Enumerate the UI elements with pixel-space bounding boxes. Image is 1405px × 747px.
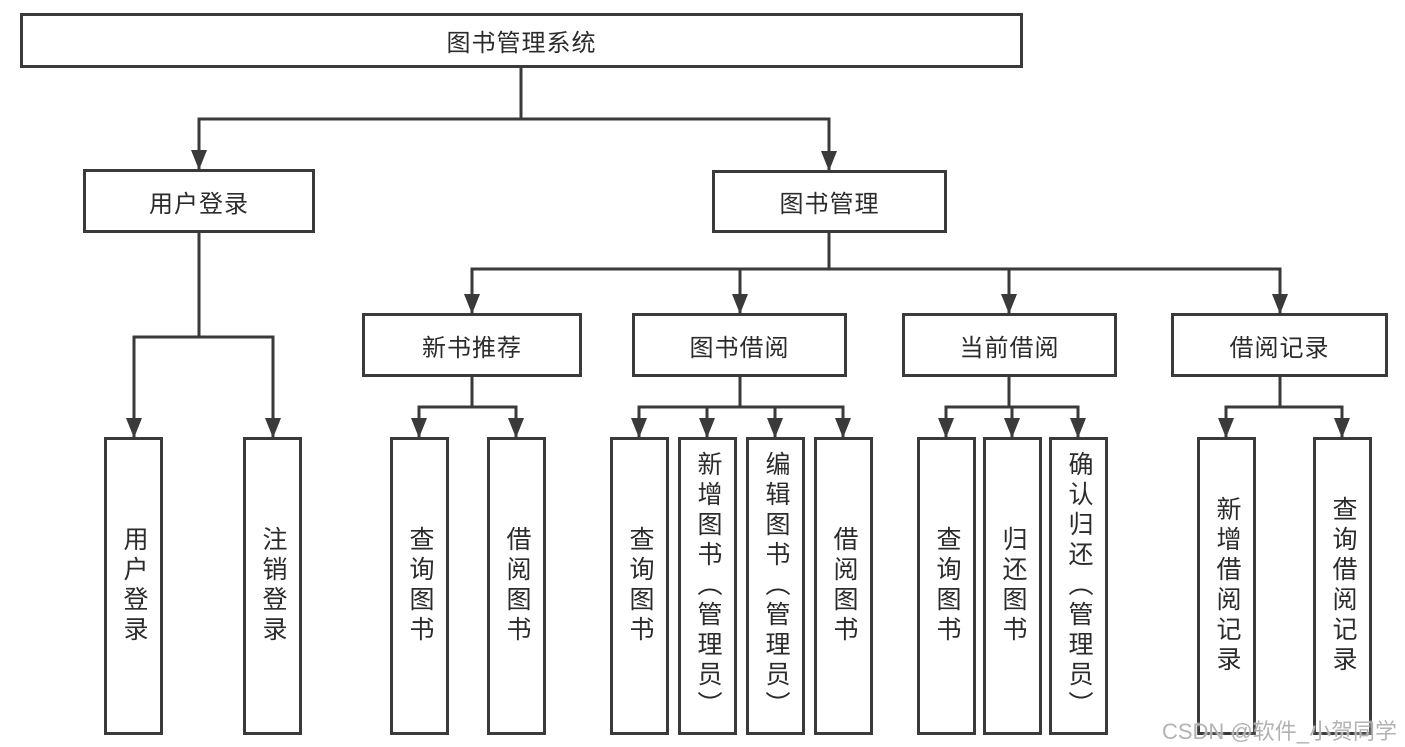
leaf-query-books-recommend-label: 查询图书 <box>406 526 434 646</box>
node-borrow-records: 借阅记录 <box>1171 313 1388 377</box>
node-borrow-records-label: 借阅记录 <box>1229 334 1330 362</box>
leaf-query-books-borrowing: 查询图书 <box>610 437 669 735</box>
node-current-borrowing-label: 当前借阅 <box>959 334 1060 362</box>
leaf-borrow-books-recommend: 借阅图书 <box>487 437 546 735</box>
leaf-add-borrow-record-label: 新增借阅记录 <box>1213 496 1241 676</box>
leaf-borrow-books-borrowing: 借阅图书 <box>814 437 873 735</box>
leaf-user-login-label: 用户登录 <box>120 526 148 646</box>
leaf-add-borrow-record: 新增借阅记录 <box>1197 437 1256 735</box>
leaf-query-books-recommend: 查询图书 <box>390 437 449 735</box>
csdn-watermark: CSDN @软件_小贺同学 <box>1161 719 1397 744</box>
leaf-logout-label: 注销登录 <box>259 526 287 646</box>
node-current-borrowing: 当前借阅 <box>902 313 1117 377</box>
node-new-book-recommend: 新书推荐 <box>362 313 582 377</box>
node-new-book-recommend-label: 新书推荐 <box>422 334 522 362</box>
node-book-borrowing: 图书借阅 <box>632 313 847 377</box>
leaf-user-login: 用户登录 <box>104 437 163 735</box>
node-book-management-label: 图书管理 <box>779 191 880 218</box>
leaf-query-books-current: 查询图书 <box>917 437 976 735</box>
leaf-edit-books-admin: 编辑图书（管理员） <box>746 437 805 735</box>
node-root-label: 图书管理系统 <box>446 30 597 57</box>
leaf-query-books-borrowing-label: 查询图书 <box>626 526 654 646</box>
leaf-logout: 注销登录 <box>243 437 302 735</box>
leaf-confirm-return-admin: 确认归还（管理员） <box>1049 437 1108 735</box>
leaf-return-books-label: 归还图书 <box>999 526 1027 646</box>
node-user-login: 用户登录 <box>83 169 315 233</box>
node-book-borrowing-label: 图书借阅 <box>689 334 790 362</box>
leaf-confirm-return-admin-label: 确认归还（管理员） <box>1065 451 1093 721</box>
leaf-return-books: 归还图书 <box>983 437 1042 735</box>
node-user-login-label: 用户登录 <box>149 190 249 218</box>
node-root-system: 图书管理系统 <box>20 13 1023 68</box>
leaf-query-borrow-record-label: 查询借阅记录 <box>1329 496 1357 676</box>
leaf-query-books-current-label: 查询图书 <box>933 526 961 646</box>
leaf-borrow-books-recommend-label: 借阅图书 <box>503 526 531 646</box>
leaf-add-books-admin-label: 新增图书（管理员） <box>694 451 722 721</box>
leaf-borrow-books-borrowing-label: 借阅图书 <box>830 526 858 646</box>
leaf-edit-books-admin-label: 编辑图书（管理员） <box>762 451 790 721</box>
node-book-management: 图书管理 <box>712 170 947 233</box>
leaf-add-books-admin: 新增图书（管理员） <box>678 437 737 735</box>
leaf-query-borrow-record: 查询借阅记录 <box>1313 437 1372 735</box>
